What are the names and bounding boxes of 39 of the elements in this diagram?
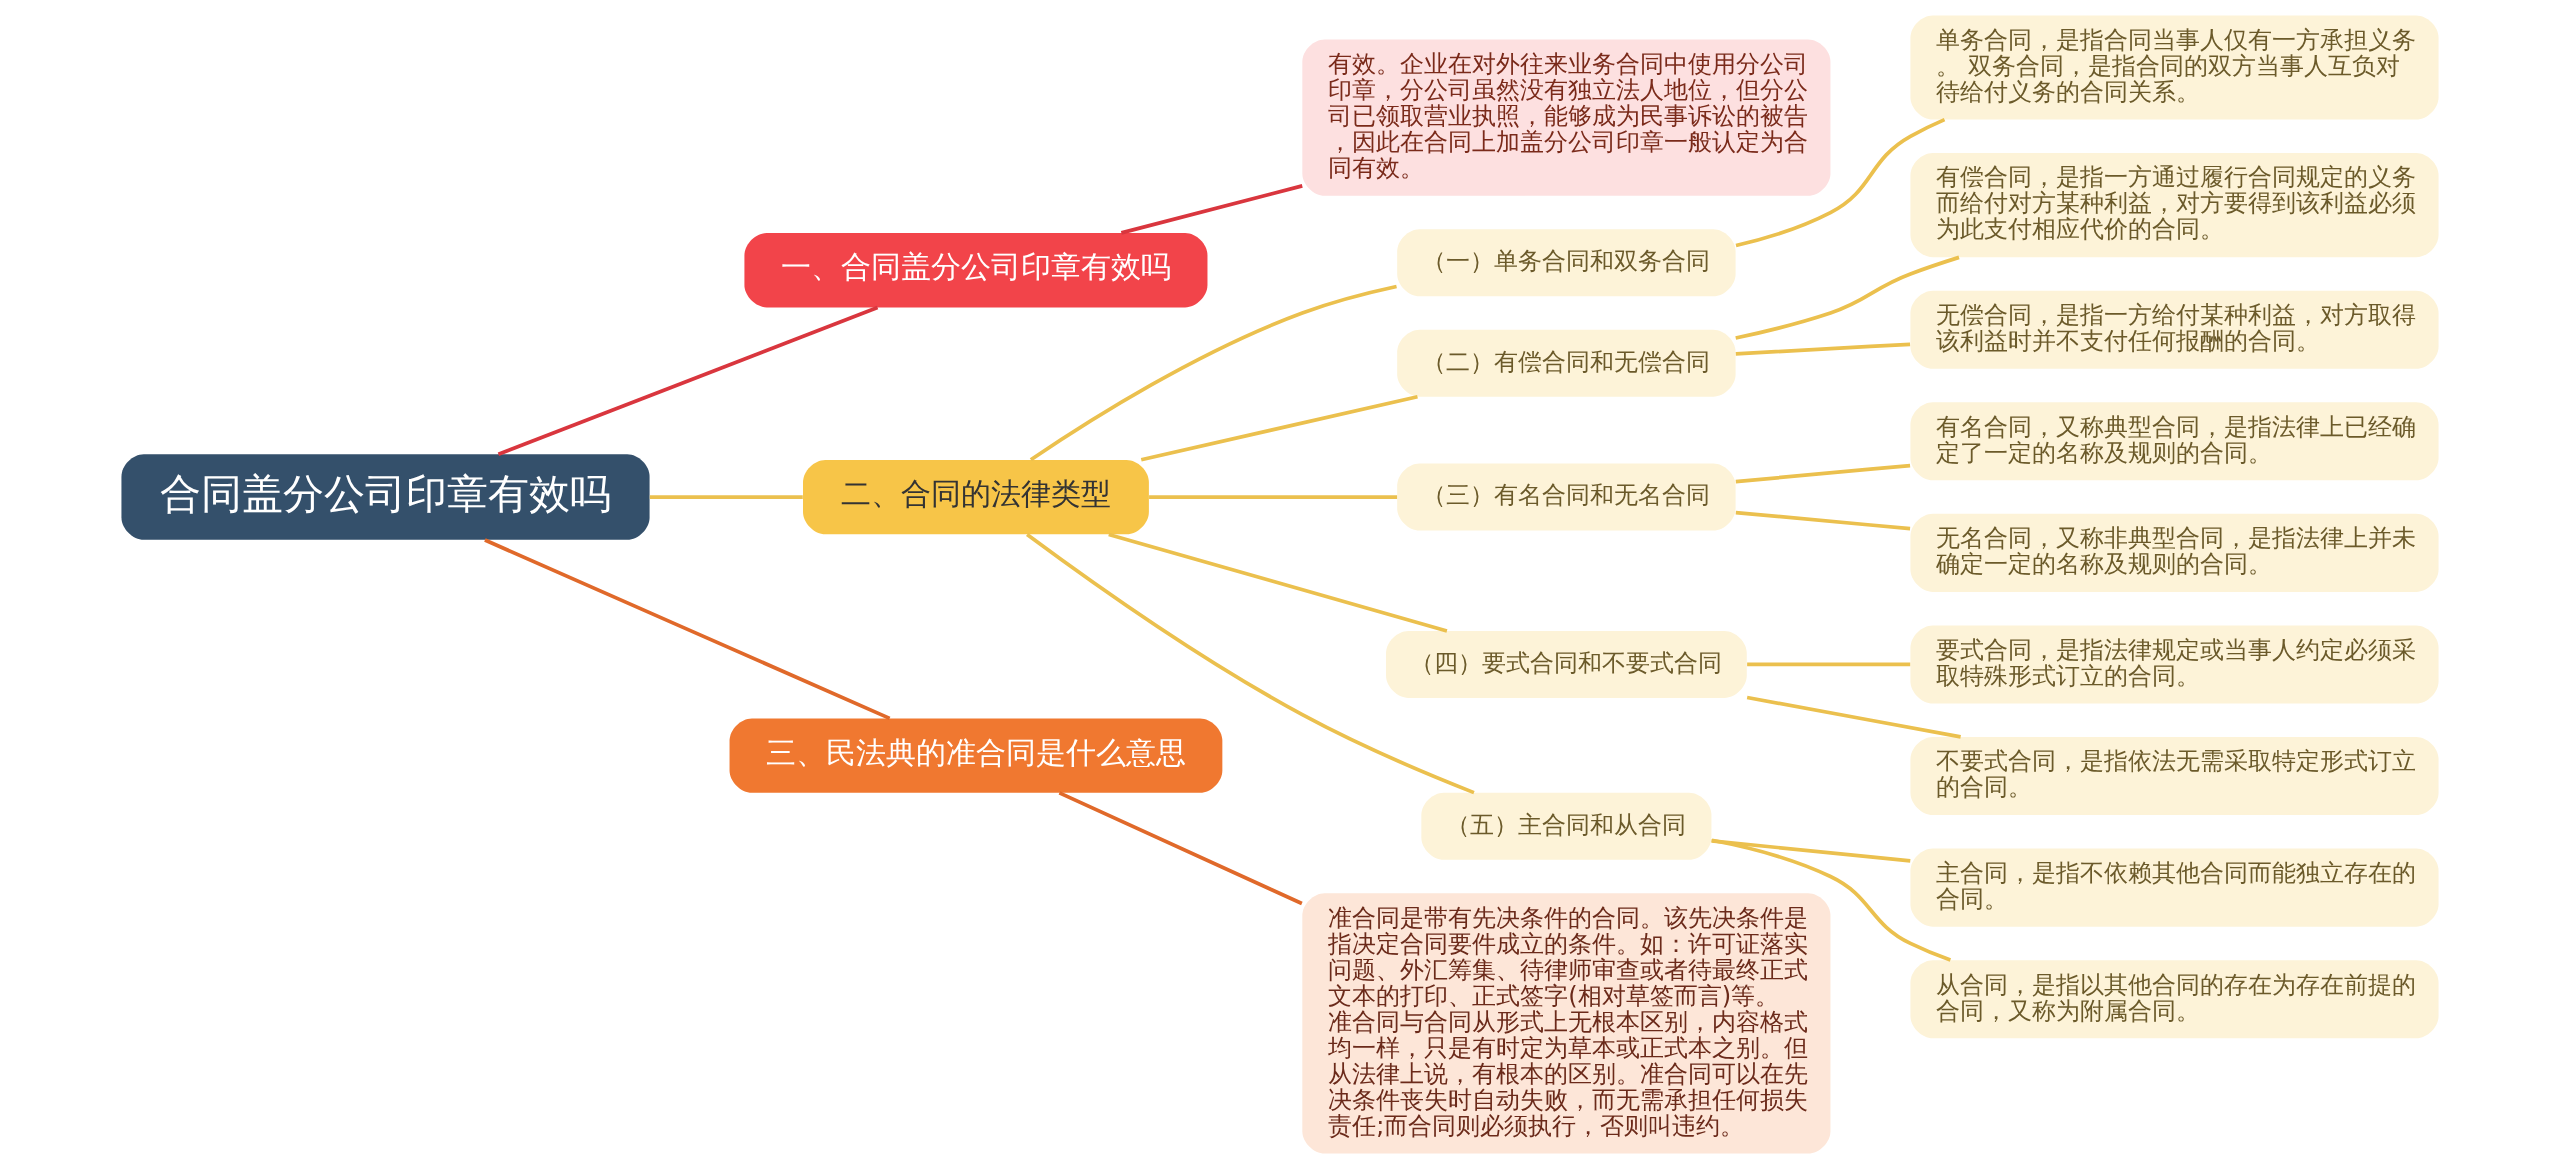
connector — [1711, 838, 1911, 863]
connector — [1711, 838, 1952, 962]
node-box: （五）主合同和从合同 — [1421, 792, 1712, 860]
connector — [1735, 342, 1911, 356]
node-box: 有名合同，又称典型合同，是指法律上已经确定了一定的名称及规则的合同。 — [1910, 402, 2439, 481]
connector — [1735, 510, 1911, 531]
node-box: 从合同，是指以其他合同的存在为存在前提的合同，又称为附属合同。 — [1910, 960, 2439, 1039]
connector — [1747, 662, 1911, 667]
node-box: （三）有名合同和无名合同 — [1397, 463, 1736, 531]
connector — [1735, 255, 1960, 340]
connector — [1029, 284, 1397, 462]
connector — [1026, 532, 1475, 795]
node-box: 合同盖分公司印章有效吗 — [121, 454, 650, 540]
connector — [649, 495, 803, 499]
connector — [484, 538, 891, 721]
node-box: 一、合同盖分公司印章有效吗 — [744, 233, 1208, 308]
connector — [1735, 463, 1911, 484]
node-box: （一）单务合同和双务合同 — [1397, 229, 1736, 297]
connector — [1149, 495, 1398, 499]
node-box: 准合同是带有先决条件的合同。该先决条件是指决定合同要件成立的条件。如：许可证落实问题、外汇筹集、待律师审查或者待最终正式文本的打印、正式签字(相对草签而言)等。准合同与合同从形式上无根本区别，内容格式均一样，只是有时定为草本或正式本之别。但从法律上说，有根本的区别。准合同可以在先决条件丧失时自动失败，而无需承担任何损失责任;而合同则必须执行，否则叫违约。 — [1302, 893, 1831, 1154]
connector — [1735, 117, 1946, 248]
connector — [1746, 695, 1961, 739]
node-box: 单务合同，是指合同当事人仅有一方承担义务。 双务合同，是指合同的双方当事人互负对待给付义务的合同关系。 — [1910, 15, 2439, 120]
connector — [497, 305, 879, 456]
node-box: 无偿合同，是指一方给付某种利益，对方取得该利益时并不支付任何报酬的合同。 — [1910, 290, 2439, 369]
node-box: 有偿合同，是指一方通过履行合同规定的义务而给付对方某种利益，对方要得到该利益必须为此支付相应代价的合同。 — [1910, 153, 2439, 258]
node-box: 有效。企业在对外往来业务合同中使用分公司印章，分公司虽然没有独立法人地位，但分公司已领取营业执照，能够成为民事诉讼的被告，因此在合同上加盖分公司印章一般认定为合同有效。 — [1302, 39, 1831, 196]
node-box: （四）要式合同和不要式合同 — [1386, 631, 1747, 698]
node-box: 三、民法典的准合同是什么意思 — [729, 718, 1223, 793]
node-box: （二）有偿合同和无偿合同 — [1397, 329, 1736, 397]
node-box: 无名合同，又称非典型合同，是指法律上并未确定一定的名称及规则的合同。 — [1910, 513, 2439, 592]
connector — [1140, 394, 1418, 462]
connector — [1108, 532, 1448, 633]
node-box: 二、合同的法律类型 — [803, 459, 1149, 535]
node-box: 要式合同，是指法律规定或当事人约定必须采取特殊形式订立的合同。 — [1910, 625, 2439, 704]
node-box: 主合同，是指不依赖其他合同而能独立存在的合同。 — [1910, 848, 2439, 927]
node-box: 不要式合同，是指依法无需采取特定形式订立的合同。 — [1910, 737, 2439, 816]
connector — [1058, 791, 1303, 906]
connector — [1120, 184, 1303, 235]
